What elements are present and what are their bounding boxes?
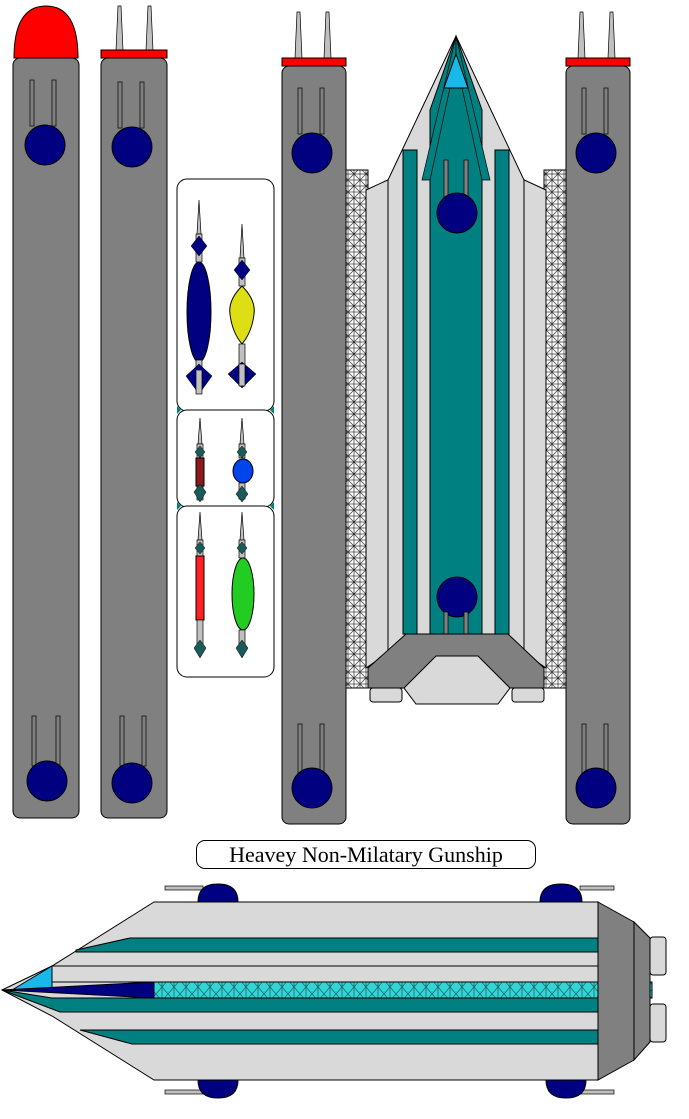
ship-title-caption: Heavey Non-Milatary Gunship (196, 840, 536, 869)
large-bomb (227, 223, 257, 389)
turret-bottom (291, 723, 333, 809)
pod-3 (281, 11, 347, 825)
cockpit-canopy (443, 52, 469, 89)
pod-2 (100, 5, 168, 819)
pod-4 (565, 11, 631, 825)
small-bomb (232, 417, 254, 503)
turret-top (24, 79, 66, 166)
central-ship-top-view (345, 34, 567, 705)
medium-bomb (231, 511, 255, 659)
red-cap (281, 57, 347, 67)
side-turret-top-front (164, 883, 239, 903)
ordnance-panel (176, 178, 275, 678)
long-missile (193, 511, 207, 659)
side-turret-top-rear (539, 883, 615, 903)
ship-side-view (0, 883, 667, 1099)
turret-top (111, 81, 153, 168)
side-turret-bottom-front (164, 1079, 239, 1099)
lattice-truss-right (543, 169, 567, 689)
pod-1 (12, 5, 80, 819)
red-dome-nosecap (13, 5, 79, 59)
red-cap (565, 57, 631, 67)
turret-forward (436, 159, 478, 234)
turret-top (291, 87, 333, 174)
side-turret-bottom-rear (545, 1079, 615, 1099)
turret-bottom (575, 723, 617, 809)
lattice-spine (153, 981, 653, 999)
small-missile (193, 417, 207, 503)
large-torpedo (185, 199, 213, 395)
lattice-truss-left (345, 169, 369, 689)
turret-bottom (26, 715, 68, 802)
side-canopy (10, 965, 53, 991)
turret-bottom (111, 715, 153, 804)
red-cap (100, 49, 168, 59)
turret-top (575, 87, 617, 174)
